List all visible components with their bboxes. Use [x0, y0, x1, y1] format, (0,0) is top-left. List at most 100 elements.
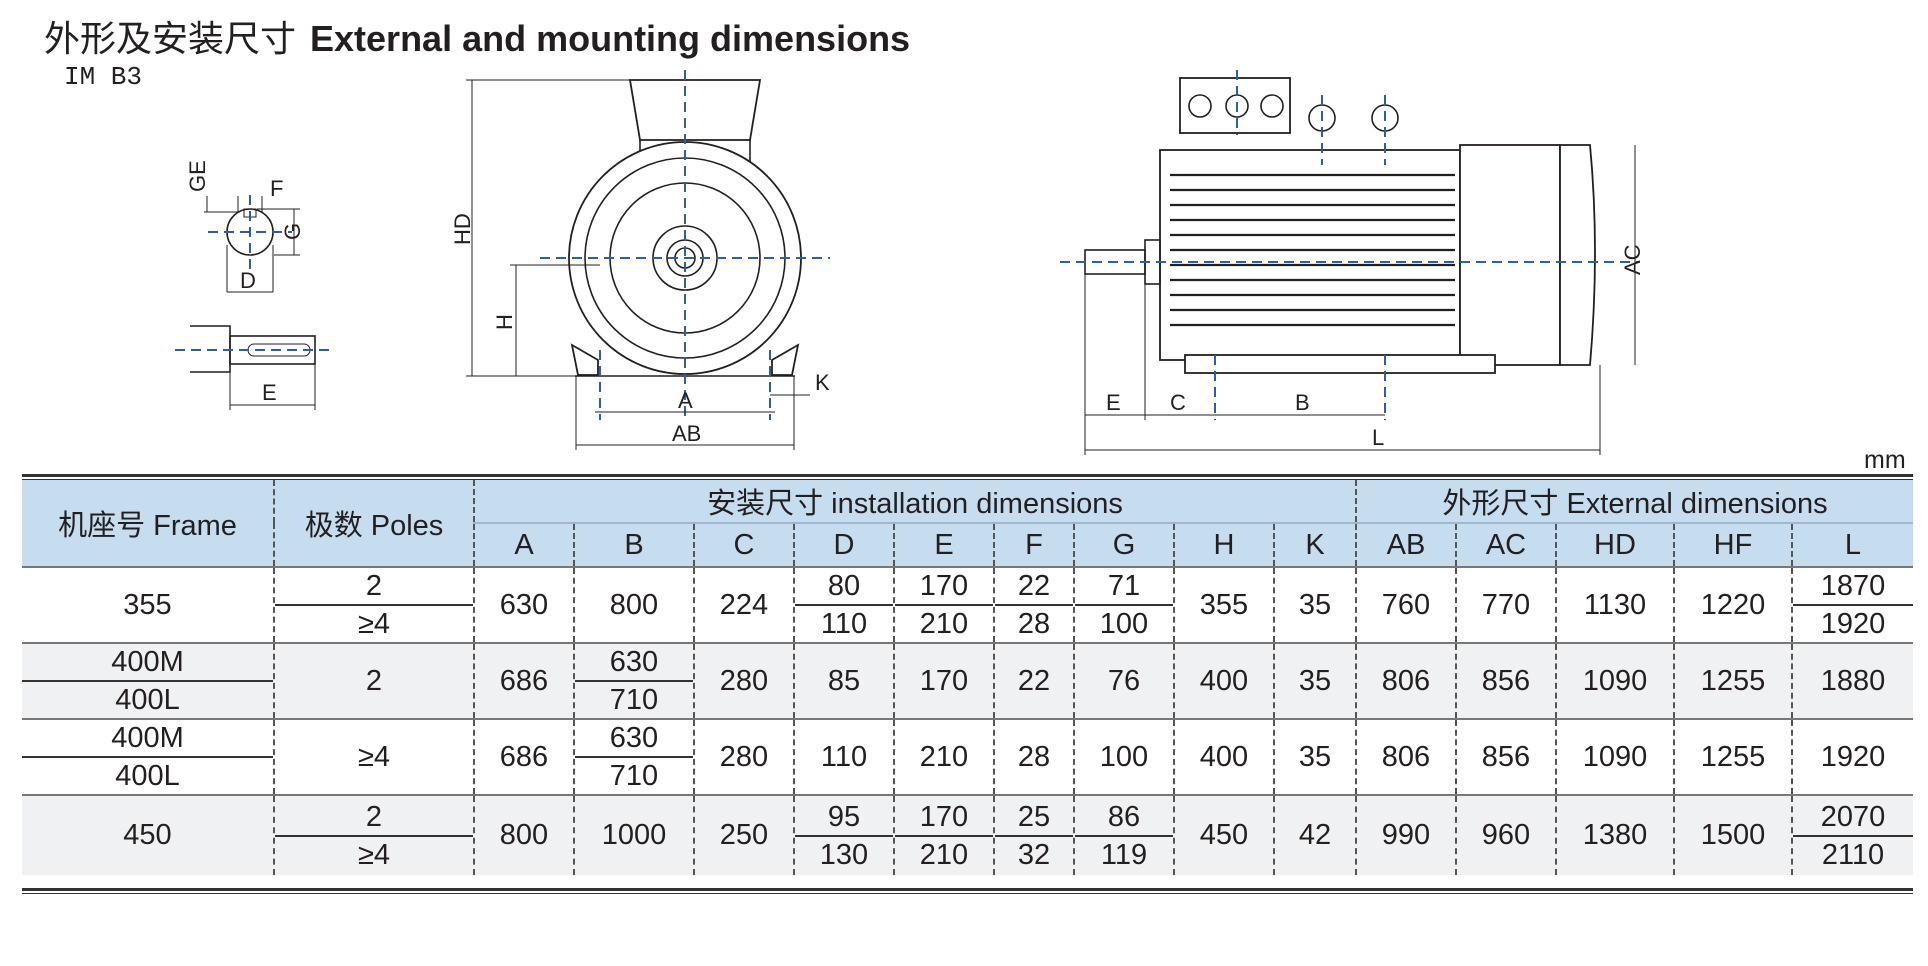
cell-value-upper: 2	[275, 799, 473, 837]
cell-poles: 2≥4	[273, 794, 474, 875]
cell-hd: 1090	[1555, 642, 1674, 719]
cell-g: 100	[1073, 718, 1174, 795]
header-dim-hf: HF	[1673, 522, 1792, 567]
cell-value-upper: 170	[895, 799, 993, 837]
cell-hf: 1255	[1673, 642, 1792, 719]
cell-value-lower: 110	[820, 608, 868, 640]
cell-poles: 2	[273, 642, 474, 719]
cell-poles: 2≥4	[273, 566, 474, 643]
cell-frame: 355	[22, 566, 274, 643]
cell-g: 76	[1073, 642, 1174, 719]
cell-f: 28	[993, 718, 1074, 795]
cell-a: 686	[473, 642, 574, 719]
cell-h: 400	[1173, 718, 1274, 795]
cell-b: 1000	[573, 794, 694, 875]
header-dim-e: E	[893, 522, 994, 567]
label-AB: AB	[672, 421, 701, 446]
cell-value-lower: 400L	[115, 760, 180, 792]
cell-value-upper: 25	[995, 799, 1073, 837]
cell-value-lower: ≥4	[357, 838, 391, 871]
cell-b: 800	[573, 566, 694, 643]
label-HD: HD	[450, 213, 475, 245]
cell-h: 450	[1173, 794, 1274, 875]
label-C: C	[1170, 390, 1186, 415]
cell-value-lower: 28	[1017, 608, 1051, 640]
header-installation: 安装尺寸 installation dimensions	[473, 480, 1356, 523]
cell-value-upper: 71	[1075, 568, 1173, 606]
label-F: F	[270, 176, 283, 201]
label-GE: GE	[185, 160, 210, 192]
cell-value-lower: 210	[919, 608, 969, 640]
cell-ac: 856	[1455, 642, 1556, 719]
label-A: A	[678, 388, 693, 413]
cell-l: 1880	[1791, 642, 1913, 719]
cell-value-lower: 210	[919, 838, 969, 871]
mounting-type: IM B3	[64, 62, 143, 92]
cell-value-lower: 100	[1099, 608, 1149, 640]
cell-d: 110	[793, 718, 894, 795]
header-poles: 极数 Poles	[273, 480, 474, 567]
cell-value-lower: ≥4	[357, 608, 391, 640]
cell-value-upper: 630	[575, 644, 693, 682]
header-row-groups: 机座号 Frame 极数 Poles 安装尺寸 installation dim…	[22, 480, 1913, 567]
cell-ab: 760	[1355, 566, 1456, 643]
cell-ab: 806	[1355, 642, 1456, 719]
cell-ab: 990	[1355, 794, 1456, 875]
cell-d: 85	[793, 642, 894, 719]
label-K: K	[815, 370, 830, 395]
header-dim-ab: AB	[1355, 522, 1456, 567]
label-E-shaft: E	[262, 380, 277, 405]
cell-value-upper: 95	[795, 799, 893, 837]
cell-value-upper: 80	[795, 568, 893, 606]
label-L: L	[1372, 425, 1384, 450]
cell-value-upper: 86	[1075, 799, 1173, 837]
cell-a: 800	[473, 794, 574, 875]
header-dim-b: B	[573, 522, 694, 567]
cell-c: 250	[693, 794, 794, 875]
label-D: D	[240, 268, 256, 293]
cell-value-upper: 2070	[1793, 799, 1913, 837]
cell-h: 400	[1173, 642, 1274, 719]
header-dim-g: G	[1073, 522, 1174, 567]
label-H: H	[492, 314, 517, 330]
table-top-rule-2	[22, 479, 1913, 480]
title-chinese: 外形及安装尺寸	[44, 19, 297, 60]
cell-hd: 1130	[1555, 566, 1674, 643]
label-E-side: E	[1106, 390, 1121, 415]
cell-e: 170	[893, 642, 994, 719]
title-english: External and mounting dimensions	[310, 18, 911, 59]
cell-value-upper: 630	[575, 720, 693, 758]
header-frame: 机座号 Frame	[22, 480, 274, 567]
side-view-drawing: AC E C B L	[1060, 70, 1645, 455]
header-dim-a: A	[473, 522, 574, 567]
shaft-detail-drawing: GE F G D E	[175, 160, 335, 410]
cell-value-lower: 2110	[1821, 838, 1885, 871]
cell-value-lower: 710	[609, 760, 659, 792]
cell-k: 35	[1273, 566, 1356, 643]
cell-value-lower: 32	[1017, 838, 1051, 871]
cell-value-upper: 22	[995, 568, 1073, 606]
header-external: 外形尺寸 External dimensions	[1355, 480, 1913, 523]
cell-ab: 806	[1355, 718, 1456, 795]
cell-c: 280	[693, 642, 794, 719]
header-dim-h: H	[1173, 522, 1274, 567]
cell-poles: ≥4	[273, 718, 474, 795]
unit-label: mm	[1864, 446, 1906, 474]
label-AC: AC	[1620, 244, 1645, 275]
cell-k: 42	[1273, 794, 1356, 875]
cell-a: 630	[473, 566, 574, 643]
